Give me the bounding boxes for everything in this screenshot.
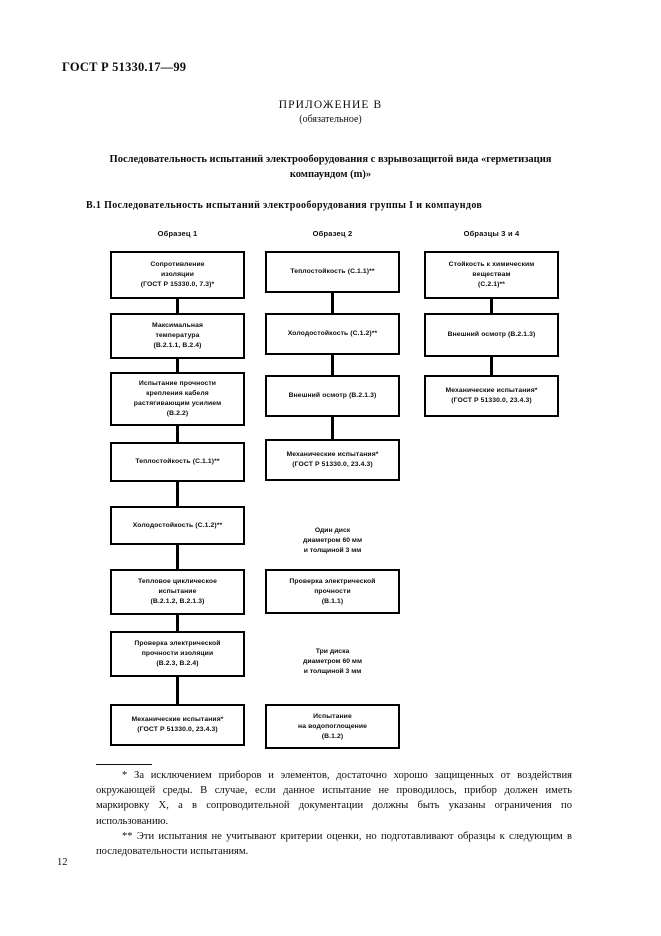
node-c2-water-absorption-test: Испытание на водопоглощение (В.1.2) bbox=[265, 704, 400, 749]
annotation-one-disc: Один диск диаметром 60 мм и толщиной 3 м… bbox=[303, 527, 362, 554]
node-c1-heat-resistance: Теплостойкость (С.1.1)** bbox=[110, 442, 245, 482]
connector-c1-7 bbox=[176, 677, 179, 704]
connector-c1-1 bbox=[176, 299, 179, 313]
node-c3-chemical-resistance: Стойкость к химическим веществам (С.2.1)… bbox=[424, 251, 559, 299]
node-c1-cold-resistance: Холодостойкость (С.1.2)** bbox=[110, 506, 245, 545]
connector-c3-2 bbox=[490, 357, 493, 375]
node-c1-cable-tensile-strength: Испытание прочности крепления кабеля рас… bbox=[110, 372, 245, 426]
node-c3-mechanical-tests: Механические испытания* (ГОСТ Р 51330.0,… bbox=[424, 375, 559, 417]
appendix-title: ПРИЛОЖЕНИЕ В bbox=[278, 99, 383, 111]
column-header-sample-1: Образец 1 bbox=[157, 229, 198, 238]
standard-header: ГОСТ Р 51330.17—99 bbox=[62, 60, 187, 74]
annotation-three-discs: Три диска диаметром 60 мм и толщиной 3 м… bbox=[303, 648, 362, 675]
column-header-samples-3-4: Образцы 3 и 4 bbox=[463, 229, 520, 238]
column-header-sample-2: Образец 2 bbox=[312, 229, 353, 238]
appendix-subtitle: (обязательное) bbox=[299, 114, 362, 125]
node-c1-insulation-resistance: Сопротивление изоляции (ГОСТ Р 15330.0, … bbox=[110, 251, 245, 299]
node-c2-cold-resistance: Холодостойкость (С.1.2)** bbox=[265, 313, 400, 355]
footnote-divider bbox=[96, 764, 152, 765]
node-c1-max-temperature: Максимальная температура (В.2.1.1, В.2.4… bbox=[110, 313, 245, 359]
connector-c1-4 bbox=[176, 482, 179, 506]
page-title: Последовательность испытаний электрообор… bbox=[109, 154, 552, 180]
footnote-double-asterisk: ** Эти испытания не учитывают критерии о… bbox=[96, 830, 572, 858]
connector-c1-6 bbox=[176, 615, 179, 631]
node-c2-dielectric-strength-check: Проверка электрической прочности (В.1.1) bbox=[265, 569, 400, 614]
connector-c1-3 bbox=[176, 426, 179, 442]
node-c1-thermal-cycling-test: Тепловое циклическое испытание (В.2.1.2,… bbox=[110, 569, 245, 615]
connector-c2-2 bbox=[331, 355, 334, 375]
connector-c2-1 bbox=[331, 293, 334, 313]
connector-c3-1 bbox=[490, 299, 493, 313]
node-c1-dielectric-strength-check: Проверка электрической прочности изоляци… bbox=[110, 631, 245, 677]
node-c3-visual-inspection: Внешний осмотр (В.2.1.3) bbox=[424, 313, 559, 357]
footnotes: * За исключением приборов и элементов, д… bbox=[96, 768, 572, 859]
node-c2-mechanical-tests: Механические испытания* (ГОСТ Р 51330.0,… bbox=[265, 439, 400, 481]
node-c2-visual-inspection: Внешний осмотр (В.2.1.3) bbox=[265, 375, 400, 417]
node-c2-heat-resistance: Теплостойкость (С.1.1)** bbox=[265, 251, 400, 293]
connector-c1-2 bbox=[176, 359, 179, 372]
footnote-single-asterisk: * За исключением приборов и элементов, д… bbox=[96, 770, 572, 827]
connector-c1-5 bbox=[176, 545, 179, 569]
page-number: 12 bbox=[57, 857, 68, 868]
connector-c2-3 bbox=[331, 417, 334, 439]
node-c1-mechanical-tests: Механические испытания* (ГОСТ Р 51330.0,… bbox=[110, 704, 245, 746]
section-title: В.1 Последовательность испытаний электро… bbox=[86, 200, 483, 211]
